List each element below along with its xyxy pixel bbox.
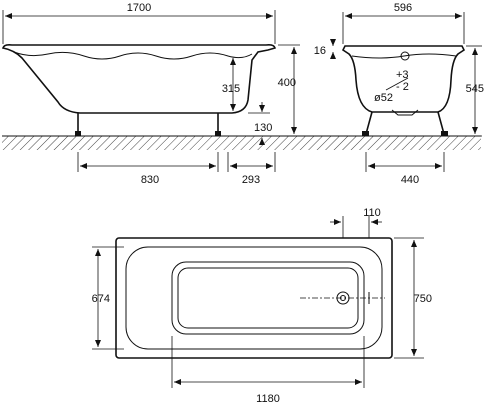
dim-width-label: 596: [394, 2, 412, 14]
tolerance-plus-label: +3: [396, 69, 409, 81]
side-foot-left: [75, 131, 81, 136]
end-drain-outlet: [391, 109, 419, 116]
dim-leg-height-label: 130: [254, 122, 272, 134]
dim-inner-width-label: 674: [92, 293, 110, 305]
dim-rim-label: 16: [314, 45, 326, 57]
end-view: 596 16 545 +3 - 2 ø52 440: [314, 2, 484, 186]
floor-hatch: [2, 136, 481, 150]
dim-inner-length-label: 1180: [256, 393, 280, 405]
dim-depth-inner-label: 315: [222, 83, 240, 95]
end-leg-left: [365, 111, 373, 135]
end-leg-right: [437, 111, 445, 135]
side-foot-right: [215, 131, 221, 136]
dim-length-label: 1700: [127, 2, 151, 14]
top-outer-rim: [115, 237, 393, 359]
end-tub-inner-line: [351, 53, 457, 59]
dim-height-total-label: 400: [278, 77, 296, 89]
top-basin-floor: [171, 261, 365, 335]
dim-outer-width-label: 750: [414, 293, 432, 305]
side-view: 1700 400 315 130 830 293: [2, 2, 481, 186]
drain-diameter-label: ø52: [374, 92, 393, 104]
end-tub-outline: [341, 45, 466, 113]
dim-height-label: 545: [466, 83, 484, 95]
tolerance-minus-label: - 2: [396, 81, 409, 93]
side-tub-inner-line: [13, 51, 253, 60]
tolerance-arrow: [385, 77, 409, 91]
end-overflow-circle: [400, 51, 410, 61]
dim-drain-offset-label: 110: [363, 207, 381, 219]
dim-leg-offset-label: 293: [242, 174, 260, 186]
dim-leg-spacing-label: 830: [141, 174, 159, 186]
top-view: 110 674 750 1180: [92, 207, 432, 405]
dim-end-leg-spacing-label: 440: [401, 174, 419, 186]
top-basin-floor-inner: [177, 267, 359, 329]
side-tub-outline: [2, 44, 276, 114]
end-foot-right: [441, 131, 448, 136]
end-foot-left: [362, 131, 369, 136]
